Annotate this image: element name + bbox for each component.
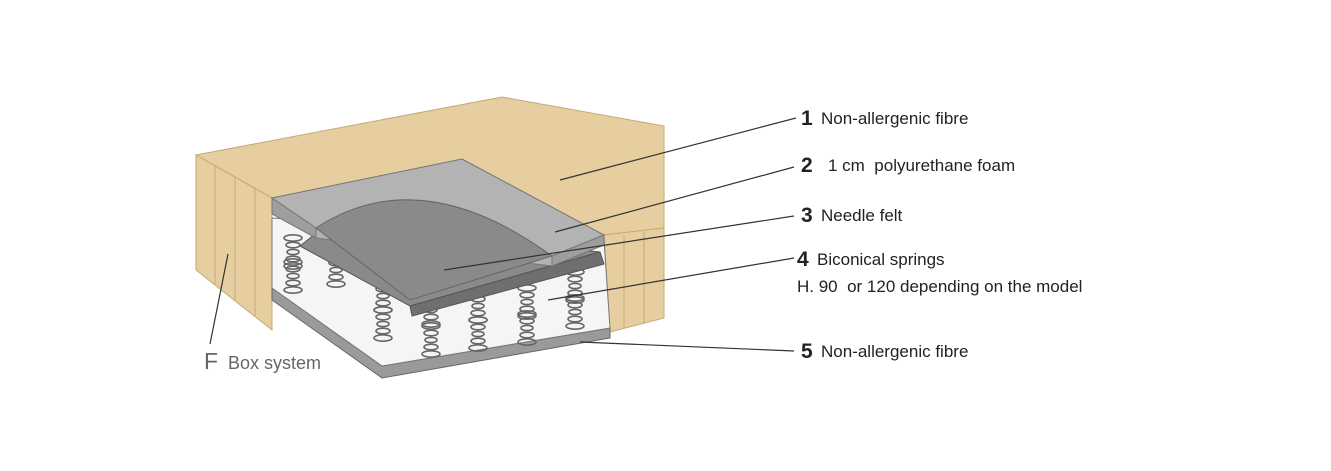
leader-3: [443, 215, 795, 271]
callout-5-number: 5: [801, 340, 813, 363]
callout-5-text: Non-allergenic fibre: [821, 342, 968, 361]
leader-5: [579, 341, 795, 352]
callout-3: 3 Needle felt: [801, 204, 903, 227]
callout-1-number: 1: [801, 107, 813, 130]
box-system-letter: F: [204, 348, 218, 374]
callout-1: 1 Non-allergenic fibre: [801, 107, 968, 130]
callout-2: 2 1 cm polyurethane foam: [801, 154, 1015, 177]
foam-layer: [270, 158, 606, 301]
callout-2-text: 1 cm polyurethane foam: [828, 156, 1015, 175]
callout-4: 4 Biconical springs H. 90 or 120 dependi…: [797, 248, 1082, 296]
leader-1: [559, 117, 797, 181]
leader-lines: [209, 117, 797, 352]
fibre-layer-top: [194, 96, 665, 333]
callout-4-text: Biconical springs: [817, 250, 945, 269]
callout-3-text: Needle felt: [821, 206, 903, 225]
callout-3-number: 3: [801, 204, 813, 227]
leader-F: [209, 253, 229, 345]
leader-4: [547, 257, 795, 301]
box-system-label: F Box system: [204, 348, 321, 374]
callout-4-text-line2: H. 90 or 120 depending on the model: [797, 277, 1082, 296]
box-system-text: Box system: [228, 353, 321, 373]
leader-2: [554, 166, 795, 233]
callout-4-number: 4: [797, 248, 809, 271]
callout-1-text: Non-allergenic fibre: [821, 109, 968, 128]
callout-5: 5 Non-allergenic fibre: [801, 340, 968, 363]
callout-2-number: 2: [801, 154, 813, 177]
